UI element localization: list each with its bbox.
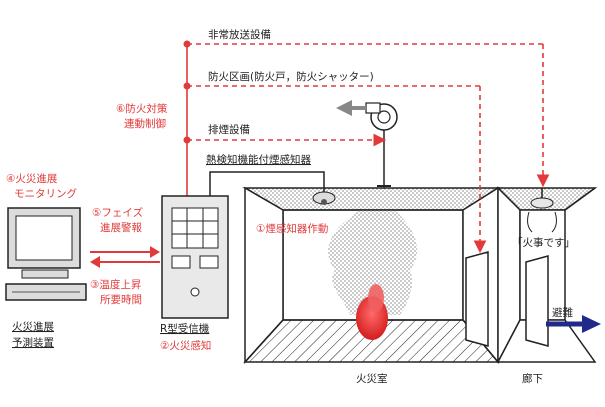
corridor-speaker (530, 197, 554, 209)
r-type-receiver (161, 195, 229, 319)
label-temp-2: 所要時間 (100, 294, 142, 306)
smoke-detector (312, 191, 336, 205)
evacuation-arrow (546, 315, 601, 333)
fire-room-door (465, 251, 489, 347)
detector-wire (209, 171, 325, 196)
label-fire-compartment: 防火区画(防火戸，防火シャッター) (208, 70, 374, 83)
label-detector-active: ①煙感知器作動 (256, 222, 328, 235)
label-monitoring-2: モニタリング (14, 187, 77, 200)
ceiling-smoke (242, 187, 501, 211)
smoke-plume (328, 210, 418, 315)
exhaust-arrow (336, 100, 366, 116)
prediction-computer (5, 207, 87, 301)
smoke-exhaust-fan (365, 102, 398, 188)
label-fire-alert: 「火事です」 (512, 236, 575, 249)
label-heat-smoke-detector: 熱検知機能付煙感知器 (206, 153, 311, 166)
label-corridor: 廊下 (522, 372, 543, 385)
link-arrows (90, 246, 160, 268)
label-phase-1: ⑤フェイズ (92, 206, 143, 219)
label-fire-room: 火災室 (356, 372, 388, 385)
fire-room (242, 186, 501, 365)
label-emergency-broadcast: 非常放送設備 (208, 28, 271, 41)
label-phase-2: 進展警報 (100, 221, 142, 234)
label-predictor-1: 火災進展 (12, 321, 54, 333)
label-predictor-2: 予測装置 (12, 336, 54, 349)
label-monitoring-1: ④火災進展 (6, 173, 58, 185)
label-fire-detect: ②火災感知 (160, 339, 211, 352)
label-fire-control-1: ⑥防火対策 (116, 102, 168, 115)
control-signal-lines (186, 43, 550, 254)
corridor (496, 186, 598, 363)
signal-junctions (183, 40, 191, 144)
label-receiver: R型受信機 (160, 322, 210, 335)
label-fire-control-2: 連動制御 (124, 117, 166, 130)
label-temp-1: ③温度上昇 (90, 278, 142, 291)
label-evacuation: 避難 (552, 306, 573, 319)
label-smoke-exhaust: 排煙設備 (208, 123, 250, 136)
corridor-door (525, 255, 549, 347)
